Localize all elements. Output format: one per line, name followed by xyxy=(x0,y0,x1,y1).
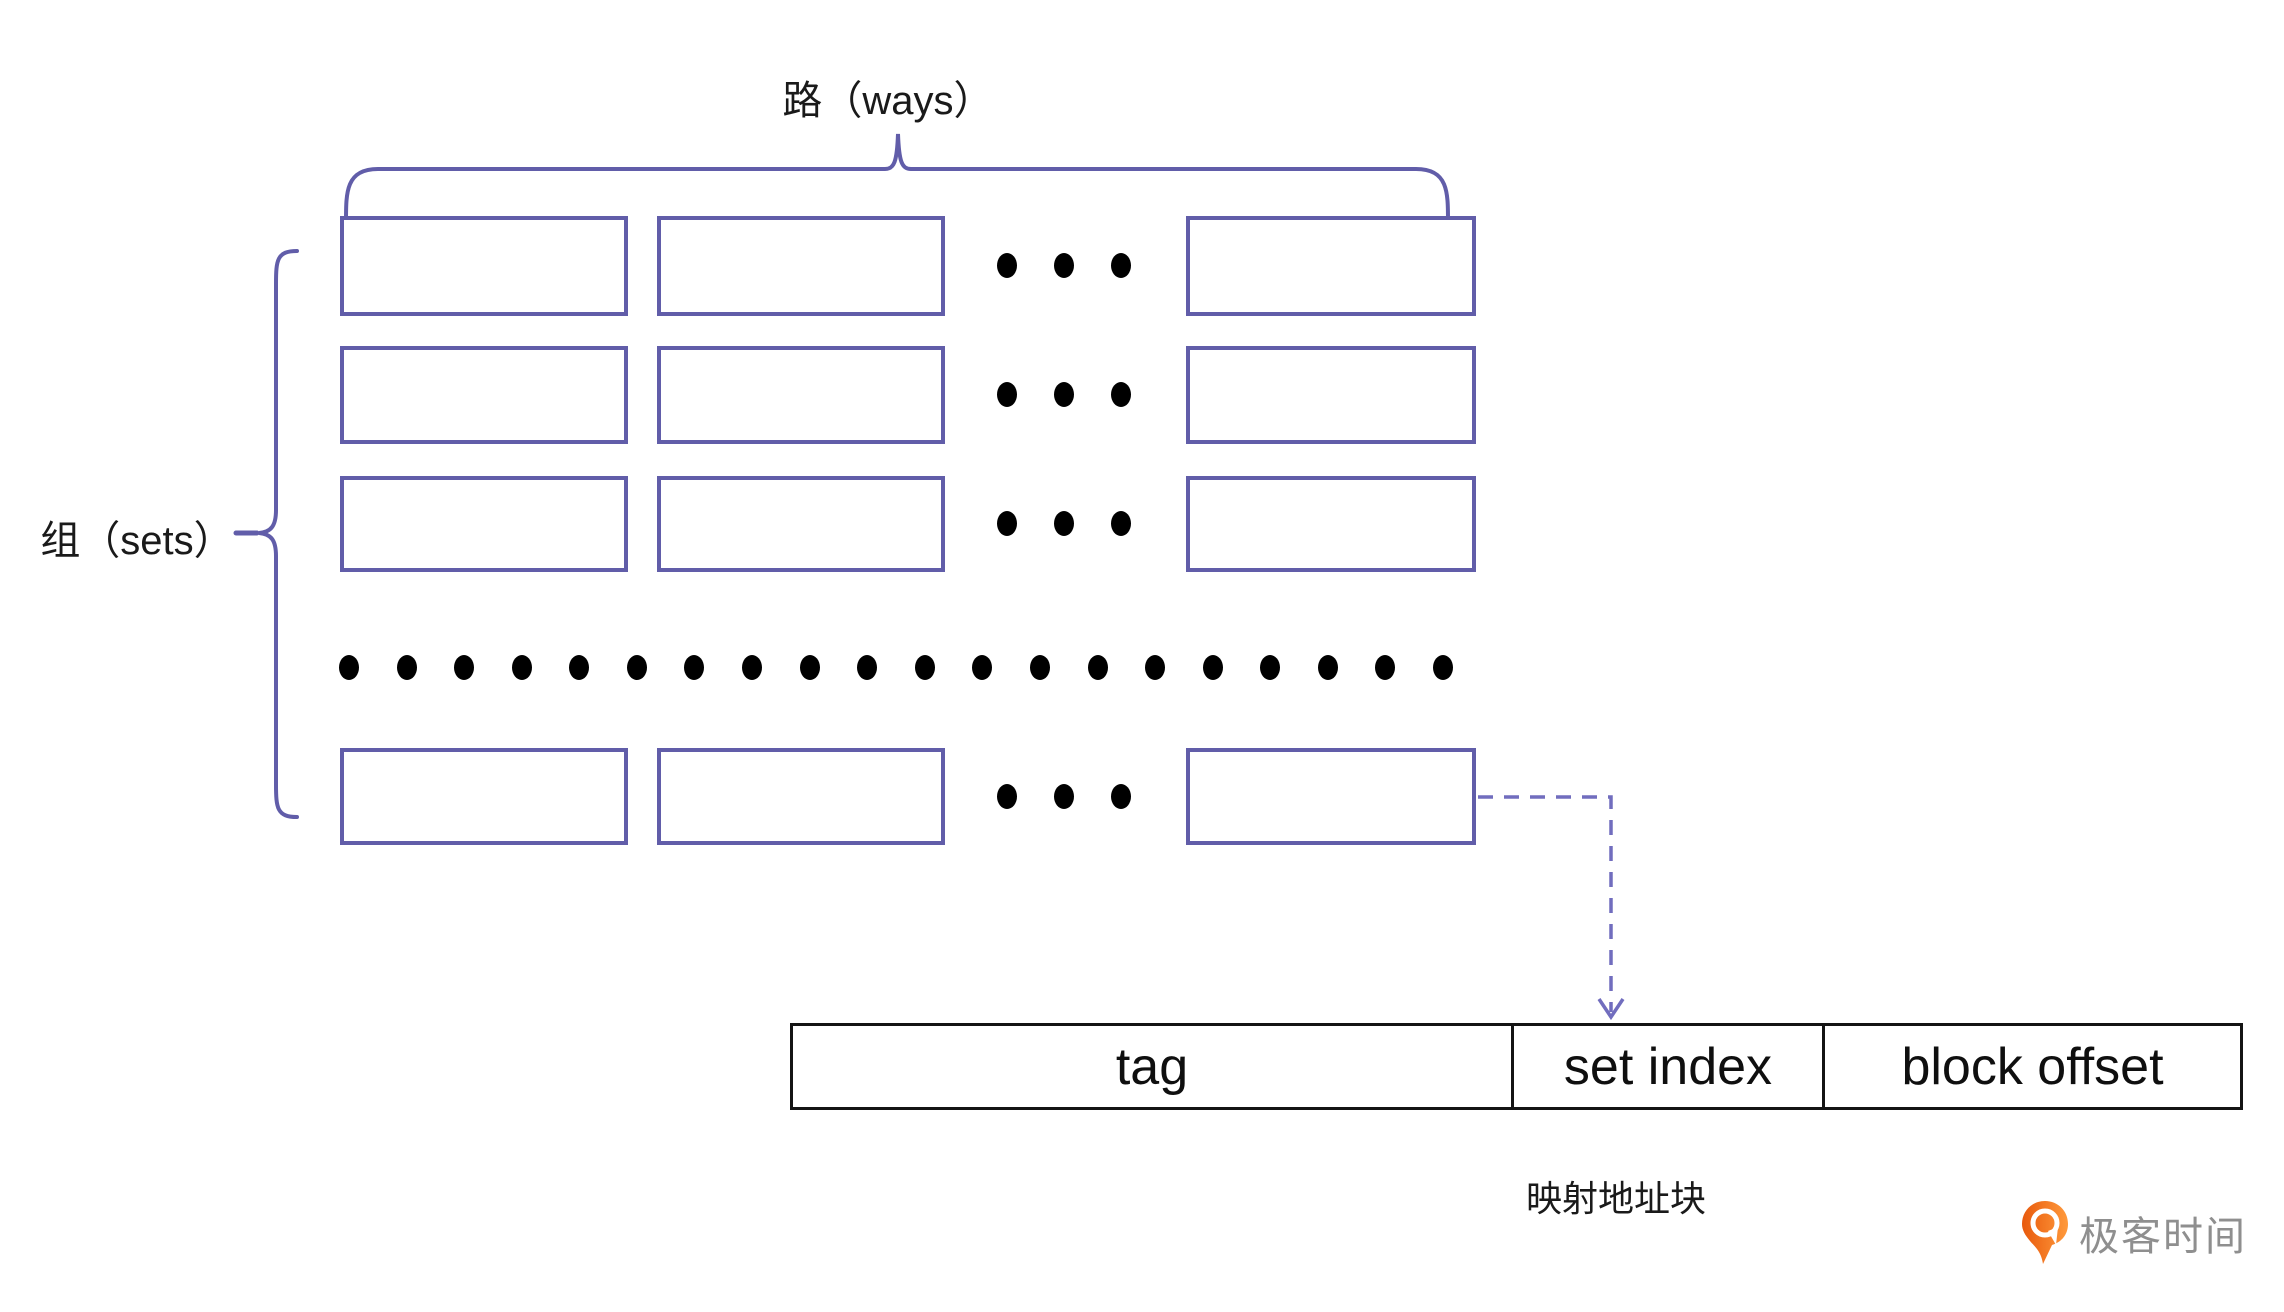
ellipsis-dot xyxy=(1054,382,1074,407)
cache-box-r2c1 xyxy=(340,346,628,444)
sets-brace xyxy=(258,249,299,819)
ways-brace xyxy=(344,133,1450,223)
ellipsis-dot xyxy=(1317,655,1338,680)
ways-ellipsis-rowm xyxy=(997,784,1131,809)
mapped-address-label: 映射地址块 xyxy=(1525,1178,1706,1219)
ellipsis-dot xyxy=(1145,655,1166,680)
ellipsis-dot xyxy=(1111,511,1131,536)
ellipsis-dot xyxy=(997,253,1017,278)
cache-box-rmcn xyxy=(1186,748,1476,845)
ellipsis-dot xyxy=(569,655,590,680)
ellipsis-dot xyxy=(1111,784,1131,809)
ellipsis-dot xyxy=(396,655,417,680)
ellipsis-dot xyxy=(454,655,475,680)
ellipsis-dot xyxy=(997,784,1017,809)
ellipsis-dot xyxy=(511,655,532,680)
ellipsis-dot xyxy=(914,655,935,680)
cache-box-rmc1 xyxy=(340,748,628,845)
ways-ellipsis-row2 xyxy=(997,382,1131,407)
cache-box-r1c1 xyxy=(340,216,628,316)
cache-box-r1c2 xyxy=(657,216,945,316)
address-table: tag set index block offset xyxy=(790,1023,2243,1110)
ellipsis-dot xyxy=(1111,382,1131,407)
ellipsis-dot xyxy=(1054,253,1074,278)
ellipsis-dot xyxy=(1260,655,1281,680)
ways-ellipsis-row3 xyxy=(997,511,1131,536)
ellipsis-dot xyxy=(1054,784,1074,809)
ways-ellipsis-row1 xyxy=(997,253,1131,278)
geektime-logo: 极客时间 xyxy=(2021,1200,2247,1266)
cache-box-r2c2 xyxy=(657,346,945,444)
ellipsis-dot xyxy=(1111,253,1131,278)
block-offset-cell: block offset xyxy=(1901,1037,2164,1096)
ways-label: 路（ways） xyxy=(782,79,994,123)
cache-box-r3cn xyxy=(1186,476,1476,572)
ellipsis-dot xyxy=(799,655,820,680)
tag-cell: tag xyxy=(793,1026,1514,1107)
ellipsis-dot xyxy=(684,655,705,680)
ellipsis-dot xyxy=(857,655,878,680)
ellipsis-dot xyxy=(1202,655,1223,680)
mapping-dashed-connector xyxy=(1478,795,1613,1012)
sets-label: 组（sets） xyxy=(40,519,234,563)
ellipsis-dot xyxy=(997,382,1017,407)
ellipsis-dot xyxy=(1054,511,1074,536)
cache-box-r1cn xyxy=(1186,216,1476,316)
mapping-arrowhead xyxy=(1597,998,1625,1021)
ellipsis-dot xyxy=(626,655,647,680)
set-index-cell: set index xyxy=(1514,1026,1825,1107)
ellipsis-dot xyxy=(339,655,359,680)
cache-box-rmc2 xyxy=(657,748,945,845)
geektime-logo-text: 极客时间 xyxy=(2079,1215,2247,1259)
cache-box-r3c1 xyxy=(340,476,628,572)
cache-box-r2cn xyxy=(1186,346,1476,444)
ellipsis-dot xyxy=(972,655,993,680)
ellipsis-dot xyxy=(1375,655,1396,680)
ellipsis-dot xyxy=(997,511,1017,536)
ellipsis-dot xyxy=(1087,655,1108,680)
ellipsis-dot xyxy=(1029,655,1050,680)
sets-ellipsis-row xyxy=(339,655,1453,680)
ellipsis-dot xyxy=(1432,655,1453,680)
geektime-logo-icon xyxy=(2022,1201,2068,1264)
ellipsis-dot xyxy=(742,655,763,680)
cache-box-r3c2 xyxy=(657,476,945,572)
